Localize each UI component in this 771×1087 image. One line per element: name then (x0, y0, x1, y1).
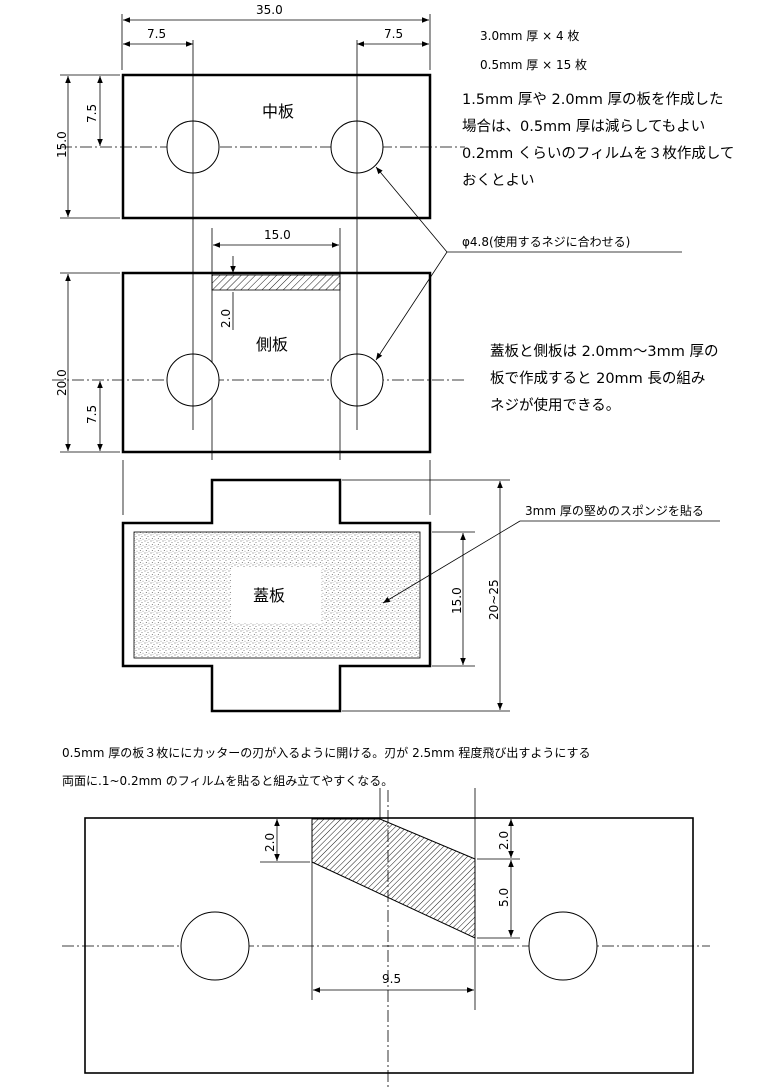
blade-top-right-text: 2.0 (497, 831, 511, 850)
sponge-callout-text: 3mm 厚の堅めのスポンジを貼る (525, 503, 704, 518)
middle-plate-label: 中板 (262, 102, 294, 121)
spec-line-2: 0.5mm 厚 × 15 枚 (480, 57, 587, 72)
blade-top-left-text: 2.0 (263, 833, 277, 852)
side-height-dimension: 20.0 7.5 (55, 272, 120, 453)
middle-plate-notes: 1.5mm 厚や 2.0mm 厚の板を作成した 場合は、0.5mm 厚は減らして… (462, 90, 734, 189)
left-offset-dimension: 7.5 (123, 27, 193, 47)
middle-plate: 中板 (60, 73, 465, 220)
right-offset-text: 7.5 (384, 27, 403, 41)
lid-inner-height-dimension: 15.0 (432, 531, 475, 667)
side-plate-notes: 蓋板と側板は 2.0mm～3mm 厚の 板で作成すると 20mm 長の組み ネジ… (490, 342, 719, 414)
spec-line-1: 3.0mm 厚 × 4 枚 (480, 28, 579, 43)
side-note-line-2: 板で作成すると 20mm 長の組み (490, 369, 705, 387)
middle-height-text: 15.0 (55, 131, 69, 158)
side-height-text: 20.0 (55, 369, 69, 396)
sponge-callout: 3mm 厚の堅めのスポンジを貼る (382, 503, 720, 604)
blade-top-left-dimension: 2.0 (260, 819, 310, 863)
slot-depth-text: 2.0 (219, 309, 233, 328)
cutter-plate (62, 788, 710, 1087)
lid-total-height-dimension: 20~25 (342, 479, 510, 712)
slot-width-text: 15.0 (264, 228, 291, 242)
note-line-2: 場合は、0.5mm 厚は減らしてもよい (462, 118, 705, 135)
blade-width-dimension: 9.5 (313, 972, 474, 993)
blade-drop-text: 5.0 (497, 888, 511, 907)
side-plate: 側板 (52, 271, 465, 460)
middle-hole-center-text: 7.5 (85, 104, 99, 123)
side-note-line-1: 蓋板と側板は 2.0mm～3mm 厚の (490, 342, 719, 360)
lid-plate-label: 蓋板 (253, 586, 285, 605)
note-line-1: 1.5mm 厚や 2.0mm 厚の板を作成した (462, 90, 723, 108)
right-offset-dimension: 7.5 (357, 27, 429, 47)
cutter-note-line-2: 両面に.1~0.2mm のフィルムを貼ると組み立てやすくなる。 (62, 773, 393, 788)
blade-slot-hatch (311, 818, 476, 939)
lid-inner-height-text: 15.0 (450, 587, 464, 614)
lid-total-height-text: 20~25 (487, 579, 501, 620)
lid-plate: 蓋板 (121, 478, 432, 713)
overall-width-text: 35.0 (256, 3, 283, 17)
note-line-3: 0.2mm くらいのフィルムを３枚作成して (462, 145, 734, 162)
slot-hatch (211, 274, 341, 291)
slot-depth-dimension: 2.0 (219, 256, 236, 330)
left-offset-text: 7.5 (147, 27, 166, 41)
side-note-line-3: ネジが使用できる。 (490, 397, 620, 414)
cutter-note-line-1: 0.5mm 厚の板３枚ににカッターの刃が入るように開ける。刃が 2.5mm 程度… (62, 745, 591, 760)
hole-callout: φ4.8(使用するネジに合わせる) (375, 166, 682, 361)
blade-right-dimensions: 2.0 5.0 (477, 819, 520, 939)
middle-height-dimension: 15.0 7.5 (55, 74, 120, 219)
note-line-4: おくとよい (462, 172, 535, 189)
side-plate-label: 側板 (256, 335, 288, 354)
blade-width-text: 9.5 (382, 972, 401, 986)
overall-width-dimension: 35.0 (121, 3, 431, 70)
hole-callout-text: φ4.8(使用するネジに合わせる) (462, 234, 630, 249)
side-hole-center-text: 7.5 (85, 405, 99, 424)
